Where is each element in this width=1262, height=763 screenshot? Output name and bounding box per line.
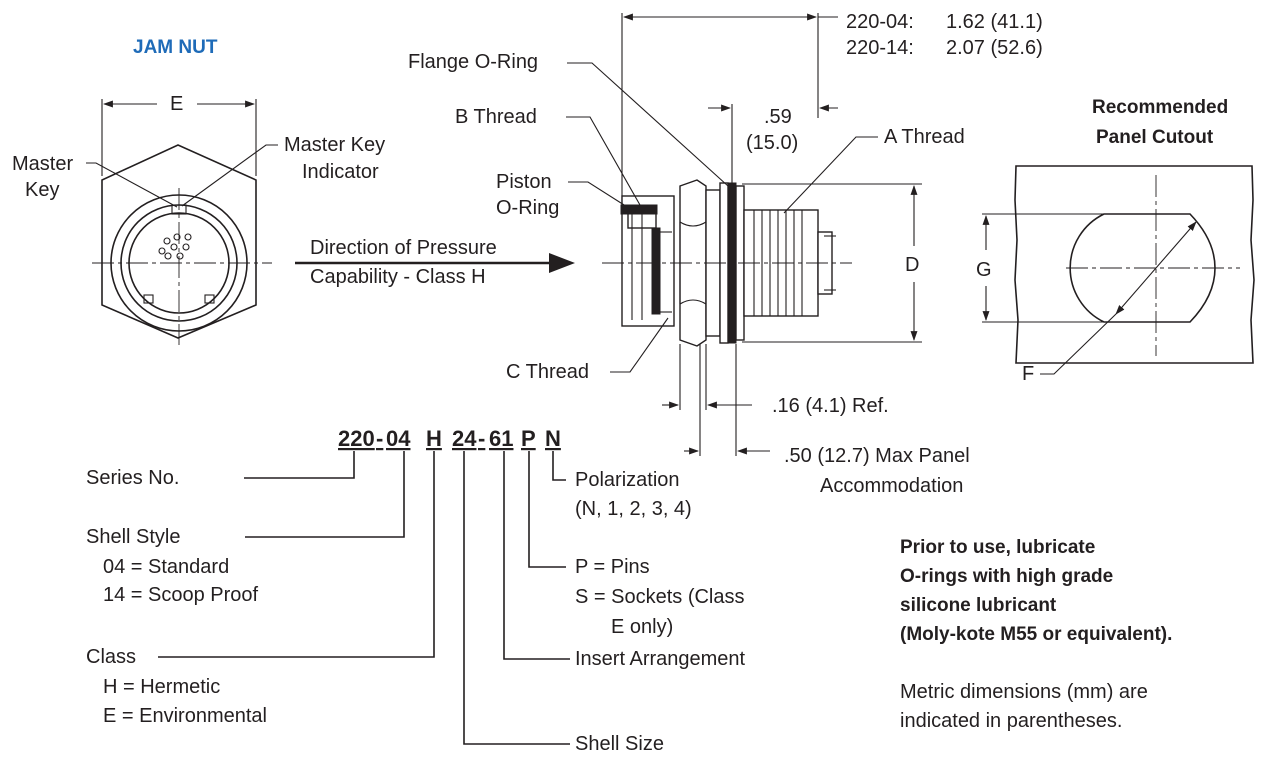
pn-sep-1: - <box>376 426 383 451</box>
connector-side-view: 220-04: 1.62 (41.1) 220-14: 2.07 (52.6) … <box>408 11 1043 497</box>
dimension-e-label: E <box>170 93 183 115</box>
pressure-arrow-head <box>549 253 575 273</box>
piston-oring-detail <box>620 204 658 215</box>
polarization-options: (N, 1, 2, 3, 4) <box>575 498 692 520</box>
dimension-f-label: F <box>1022 363 1034 385</box>
pressure-direction: Direction of Pressure Capability - Class… <box>295 237 575 288</box>
piston-oring-label-2: O-Ring <box>496 197 559 219</box>
master-key-indicator-label-2: Indicator <box>302 161 379 183</box>
class-label: Class <box>86 646 136 668</box>
pn-polarization: N <box>545 426 561 451</box>
pressure-label-1: Direction of Pressure <box>310 237 497 259</box>
b-thread-label: B Thread <box>455 106 537 128</box>
master-key-label-2: Key <box>25 179 59 201</box>
dimension-59-label: .59 <box>764 106 792 128</box>
pn-shell-size: 24 <box>452 426 477 451</box>
metric-note-2: indicated in parentheses. <box>900 710 1122 732</box>
pn-contacts: P <box>521 426 536 451</box>
dimension-59-metric: (15.0) <box>746 132 798 154</box>
dimension-50-label-1: .50 (12.7) Max Panel <box>784 445 970 467</box>
insert-arrangement-label: Insert Arrangement <box>575 648 746 670</box>
pn-shell-style: 04 <box>386 426 411 451</box>
length-220-04-code: 220-04: <box>846 11 914 33</box>
dimension-16-label: .16 (4.1) Ref. <box>772 395 889 417</box>
panel-cutout-view: Recommended Panel Cutout G F <box>976 97 1255 385</box>
jam-nut-title: JAM NUT <box>133 37 218 58</box>
metric-note-1: Metric dimensions (mm) are <box>900 681 1148 703</box>
contact-pattern <box>158 233 192 260</box>
piston-oring-label-1: Piston <box>496 171 552 193</box>
master-key-indicator-label-1: Master Key <box>284 134 385 156</box>
dimension-50-label-2: Accommodation <box>820 475 963 497</box>
shell-style-option-2: 14 = Scoop Proof <box>103 584 259 606</box>
part-number-breakdown: 220 - 04 H 24 - 61 P N Series No. Shell … <box>86 426 746 755</box>
pressure-label-2: Capability - Class H <box>310 266 486 288</box>
pn-series: 220 <box>338 426 375 451</box>
length-220-14-value: 2.07 (52.6) <box>946 37 1043 59</box>
shell-style-option-1: 04 = Standard <box>103 556 229 578</box>
pn-class: H <box>426 426 442 451</box>
pn-insert: 61 <box>489 426 513 451</box>
jam-nut-side <box>679 179 707 347</box>
panel-title-1: Recommended <box>1092 97 1228 118</box>
contacts-option-1: P = Pins <box>575 556 650 578</box>
lubricate-note-3: silicone lubricant <box>900 595 1057 616</box>
jam-nut-front-view: JAM NUT E Master Key Master Key Indicato… <box>12 37 385 345</box>
dimension-g-label: G <box>976 259 992 281</box>
panel-outline <box>1014 165 1255 364</box>
shell-size-label: Shell Size <box>575 733 664 755</box>
length-220-04-value: 1.62 (41.1) <box>946 11 1043 33</box>
flange-oring-label: Flange O-Ring <box>408 51 538 73</box>
dimension-d-label: D <box>905 254 919 276</box>
c-thread-label: C Thread <box>506 361 589 383</box>
series-label: Series No. <box>86 467 179 489</box>
pn-sep-2: - <box>478 426 485 451</box>
master-key-label-1: Master <box>12 153 73 175</box>
length-220-14-code: 220-14: <box>846 37 914 59</box>
lubricate-note-2: O-rings with high grade <box>900 566 1113 587</box>
lubricate-note-4: (Moly-kote M55 or equivalent). <box>900 624 1172 645</box>
class-option-2: E = Environmental <box>103 705 267 727</box>
notes: Prior to use, lubricate O-rings with hig… <box>900 537 1172 732</box>
hex-nut-outline <box>101 144 257 339</box>
panel-title-2: Panel Cutout <box>1096 127 1214 148</box>
shell-style-label: Shell Style <box>86 526 181 548</box>
contacts-option-3: E only) <box>611 616 673 638</box>
class-option-1: H = Hermetic <box>103 676 220 698</box>
contacts-option-2: S = Sockets (Class <box>575 586 745 608</box>
polarization-label: Polarization <box>575 469 680 491</box>
lubricate-note-1: Prior to use, lubricate <box>900 537 1095 558</box>
a-thread-label: A Thread <box>884 126 965 148</box>
